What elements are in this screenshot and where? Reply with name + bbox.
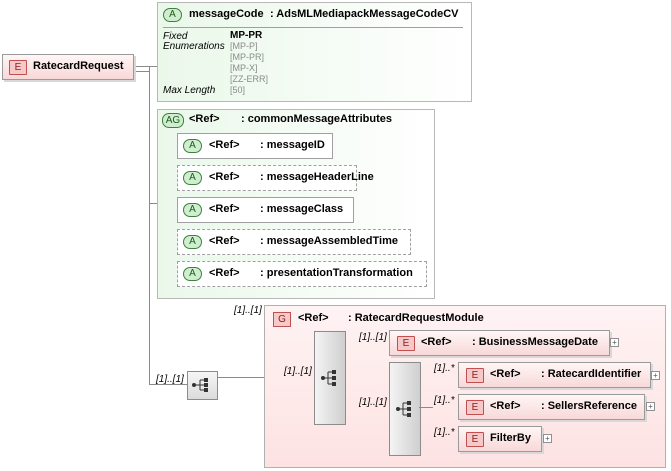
sequence-icon: [192, 378, 208, 392]
element-name: : RatecardIdentifier: [541, 368, 642, 380]
enum-value: [MP-PR]: [230, 52, 265, 62]
expand-icon[interactable]: +: [651, 371, 660, 380]
filterby-cardinality: [1]..*: [434, 427, 455, 438]
maxlength-value: [50]: [230, 85, 246, 95]
sellersreference-cardinality: [1]..*: [434, 395, 455, 406]
inner-sequence-cardinality: [1]..[1]: [359, 397, 387, 408]
attribute-ref: <Ref>: [209, 267, 240, 279]
maxlength-label: Max Length: [163, 85, 216, 96]
fixed-value: MP-PR: [230, 30, 263, 41]
attribute-name: : messageAssembledTime: [260, 235, 398, 247]
attribute-messageassembledtime[interactable]: A <Ref> : messageAssembledTime: [177, 229, 411, 255]
root-element-name: RatecardRequest: [33, 60, 124, 72]
enum-value: [MP-X]: [230, 63, 258, 73]
fixed-label: Fixed: [163, 31, 188, 42]
expand-icon[interactable]: +: [646, 402, 655, 411]
expand-icon[interactable]: +: [610, 338, 619, 347]
root-connector-b: [133, 71, 150, 72]
attribute-ref: <Ref>: [209, 235, 240, 247]
element-sellersreference[interactable]: E <Ref> : SellersReference: [458, 394, 645, 420]
attribute-messageid[interactable]: A <Ref> : messageID: [177, 133, 333, 159]
element-icon: E: [466, 368, 484, 383]
vertical-trunk: [149, 66, 150, 384]
element-name: : SellersReference: [541, 400, 637, 412]
attribute-group-icon: AG: [162, 113, 184, 128]
enum-value: [MP-P]: [230, 41, 258, 51]
attribute-presentationtransformation[interactable]: A <Ref> : presentationTransformation: [177, 261, 427, 287]
inner-seq-out: [419, 407, 433, 408]
attribute-icon: A: [183, 139, 202, 153]
root-element[interactable]: E RatecardRequest: [2, 54, 134, 80]
enum-value: [ZZ-ERR]: [230, 74, 268, 84]
group-sequence-compositor[interactable]: [314, 331, 346, 425]
element-filterby[interactable]: E FilterBy: [458, 426, 542, 452]
element-icon: E: [9, 60, 27, 75]
group-name: : RatecardRequestModule: [348, 312, 484, 324]
element-ratecardidentifier[interactable]: E <Ref> : RatecardIdentifier: [458, 362, 651, 388]
element-ref: <Ref>: [490, 400, 521, 412]
element-icon: E: [466, 400, 484, 415]
element-ref: <Ref>: [421, 336, 452, 348]
attribute-ref: <Ref>: [209, 203, 240, 215]
attribute-group-name: : commonMessageAttributes: [241, 113, 392, 125]
attribute-messageheaderline[interactable]: A <Ref> : messageHeaderLine: [177, 165, 374, 191]
attribute-icon: A: [183, 171, 202, 185]
attribute-ref: <Ref>: [209, 139, 240, 151]
element-ref: <Ref>: [490, 368, 521, 380]
to-messagecode: [149, 66, 157, 67]
attribute-icon: A: [163, 8, 182, 22]
attribute-icon: A: [183, 203, 202, 217]
attribute-group-ref: <Ref>: [189, 113, 220, 125]
attribute-messageclass[interactable]: A <Ref> : messageClass: [177, 197, 354, 223]
attribute-name: : presentationTransformation: [260, 267, 413, 279]
element-icon: E: [466, 432, 484, 447]
group-sequence-cardinality: [1]..[1]: [284, 366, 312, 377]
root-connector: [133, 66, 150, 67]
inner-sequence-compositor[interactable]: [389, 362, 421, 456]
element-icon: E: [397, 336, 415, 351]
attribute-ref: <Ref>: [209, 171, 240, 183]
bmd-cardinality: [1]..[1]: [359, 332, 387, 343]
ratecardidentifier-cardinality: [1]..*: [434, 363, 455, 374]
to-outer-seq: [149, 384, 187, 385]
group-cardinality: [1]..[1]: [234, 305, 262, 316]
enumerations-label: Enumerations: [163, 41, 225, 52]
element-businessmessagedate[interactable]: E <Ref> : BusinessMessageDate: [389, 330, 610, 356]
attribute-name: : messageID: [260, 139, 325, 151]
attribute-icon: A: [183, 267, 202, 281]
messagecode-type: : AdsMLMediapackMessageCodeCV: [270, 8, 459, 20]
messagecode-attribute[interactable]: A messageCode : AdsMLMediapackMessageCod…: [157, 2, 472, 102]
attribute-name: : messageHeaderLine: [260, 171, 374, 183]
group-ref: <Ref>: [298, 312, 329, 324]
sequence-icon: [396, 401, 411, 417]
attribute-icon: A: [183, 235, 202, 249]
to-attrgroup: [149, 203, 157, 204]
outer-sequence-cardinality: [1]..[1]: [156, 374, 184, 385]
element-name: : BusinessMessageDate: [472, 336, 598, 348]
expand-icon[interactable]: +: [543, 434, 552, 443]
divider: [163, 27, 463, 28]
messagecode-name: messageCode: [189, 8, 264, 20]
sequence-icon: [321, 370, 336, 386]
group-icon: G: [273, 312, 291, 327]
attribute-name: : messageClass: [260, 203, 344, 215]
element-name: FilterBy: [490, 432, 531, 444]
sequence-compositor[interactable]: [187, 371, 218, 400]
